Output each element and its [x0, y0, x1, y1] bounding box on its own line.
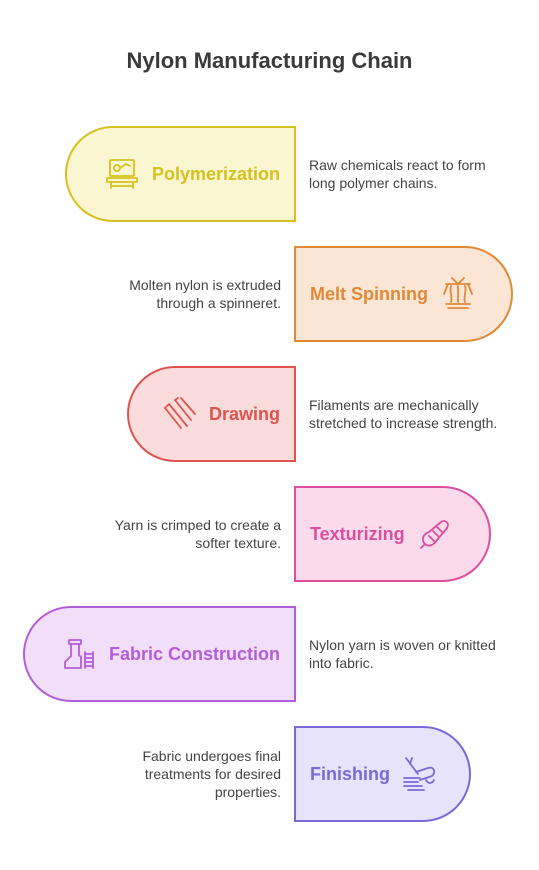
step-texturizing: Texturizing [294, 486, 491, 582]
lab-bench-icon [106, 159, 138, 189]
step-label: Drawing [208, 403, 280, 424]
step-description: Raw chemicals react to form long polymer… [309, 157, 486, 191]
step-description: Molten nylon is extruded through a spinn… [129, 277, 281, 311]
loom-icon [64, 639, 94, 669]
step-description: Yarn is crimped to create a softer textu… [114, 517, 281, 551]
spinneret-icon [443, 277, 473, 309]
diagram-title: Nylon Manufacturing Chain [126, 48, 413, 73]
step-label: Fabric Construction [108, 643, 280, 664]
step-label: Texturizing [310, 523, 405, 544]
step-finishing: Finishing [294, 726, 471, 822]
step-description: Filaments are mechanically stretched to … [309, 397, 498, 431]
step-melt-spinning: Melt Spinning [294, 246, 513, 342]
step-drawing: Drawing [127, 366, 296, 462]
step-description: Fabric undergoes final treatments for de… [142, 748, 281, 800]
step-label: Melt Spinning [310, 283, 428, 304]
step-label: Finishing [310, 763, 390, 784]
step-fabric-construction: Fabric Construction [23, 606, 296, 702]
stretched-filaments-icon [164, 397, 196, 429]
crimped-yarn-icon [419, 520, 449, 549]
finishing-treatment-icon [403, 757, 435, 791]
step-polymerization: Polymerization [65, 126, 296, 222]
step-description: Nylon yarn is woven or knitted into fabr… [309, 637, 496, 671]
step-label: Polymerization [151, 163, 280, 184]
